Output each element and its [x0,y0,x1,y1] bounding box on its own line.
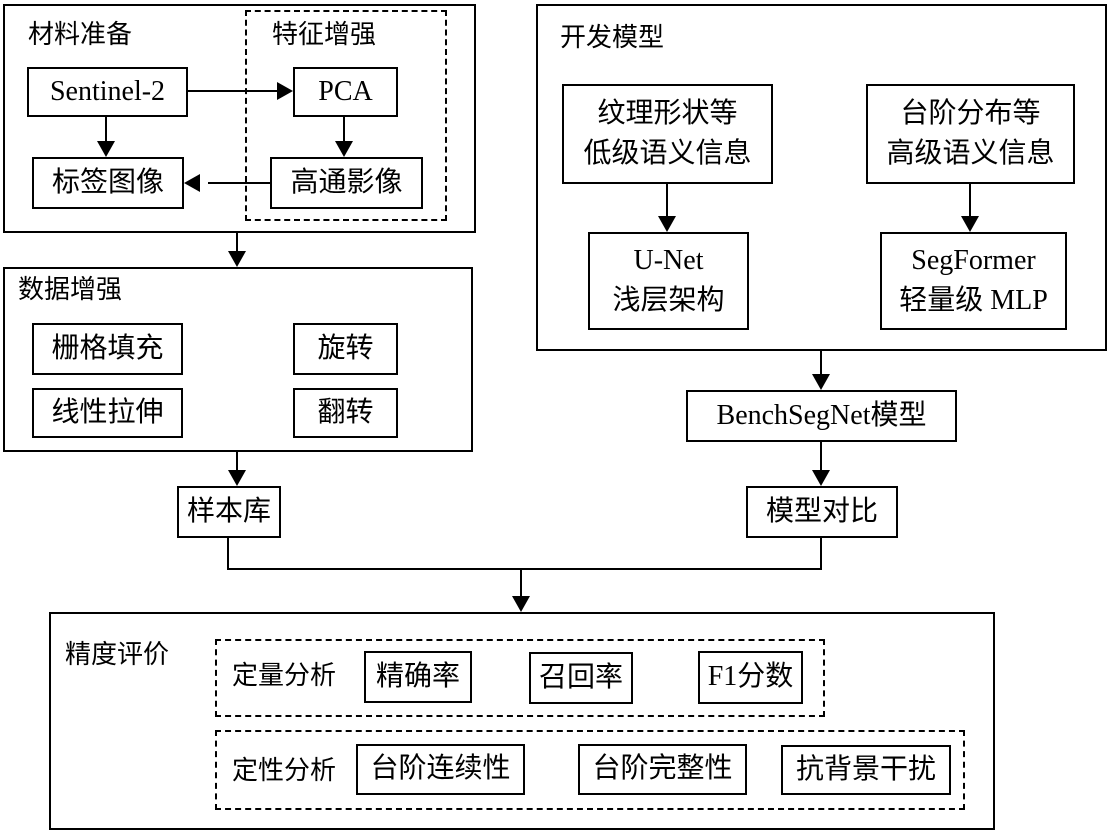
arrow-pca-to-highpass-head-icon [335,141,353,157]
node-anti-background: 抗背景干扰 [781,745,951,795]
node-unet-line1: U-Net [633,245,704,276]
arrow-merge-to-accuracy-head-icon [512,596,530,612]
arrow-merge-to-accuracy-line [520,568,522,597]
node-unet-line2: 浅层架构 [612,285,725,316]
data-aug-label: 数据增强 [18,275,123,304]
node-low-level-semantic: 纹理形状等 低级语义信息 [562,84,773,184]
arrow-dataaug-to-samplelib-line [236,452,238,471]
node-recall: 召回率 [529,652,633,704]
arrow-dataaug-to-samplelib-head-icon [228,470,246,486]
node-bench-integrity: 台阶完整性 [578,744,747,795]
node-model-compare: 模型对比 [746,486,898,538]
node-precision: 精确率 [364,651,472,703]
node-highpass-image: 高通影像 [270,157,423,209]
arrow-sentinel2-to-pca-head-icon [277,82,293,100]
arrow-lowfeat-to-unet-line [666,184,668,217]
arrow-materialprep-to-dataaug-head-icon [228,251,246,267]
feature-enhance-dashed-box [245,10,447,221]
accuracy-eval-label: 精度评价 [65,640,170,669]
node-linear-stretch: 线性拉伸 [32,388,183,438]
arrow-materialprep-to-dataaug-line [236,233,238,252]
node-high-level-semantic: 台阶分布等 高级语义信息 [866,84,1075,184]
data-aug-group-box [3,267,473,452]
node-grid-fill: 栅格填充 [32,323,183,375]
arrow-sentinel2-to-labelimage-line [105,117,107,142]
qualitative-label: 定性分析 [232,756,337,785]
arrow-sentinel2-to-pca-line [188,90,278,92]
node-high-level-semantic-line1: 台阶分布等 [900,98,1041,129]
node-segformer-line1: SegFormer [911,245,1036,276]
material-prep-group-box [3,4,476,233]
arrow-lowfeat-to-unet-head-icon [658,216,676,232]
node-flip: 翻转 [293,388,398,438]
node-label-image: 标签图像 [32,157,184,209]
arrow-devmodel-to-benchsegnet-line [820,351,822,375]
connector-merge-horizontal-line [227,568,822,570]
arrow-benchsegnet-to-modelcompare-line [820,442,822,471]
connector-modelcompare-down-line [820,538,822,570]
node-f1-score: F1分数 [698,651,803,704]
arrow-highpass-to-labelimage-head-icon [184,174,200,192]
node-unet: U-Net 浅层架构 [588,232,749,330]
quantitative-label: 定量分析 [232,661,337,690]
node-high-level-semantic-line2: 高级语义信息 [886,138,1055,169]
arrow-sentinel2-to-labelimage-head-icon [97,141,115,157]
quantitative-dashed-box [215,639,825,717]
node-low-level-semantic-line1: 纹理形状等 [597,98,738,129]
node-segformer: SegFormer 轻量级 MLP [880,232,1067,330]
dev-model-label: 开发模型 [560,23,665,52]
qualitative-dashed-box [215,730,965,810]
node-rotate: 旋转 [293,323,398,375]
node-benchsegnet: BenchSegNet模型 [686,390,957,442]
material-prep-label: 材料准备 [28,20,133,49]
node-low-level-semantic-line2: 低级语义信息 [583,138,752,169]
arrow-pca-to-highpass-line [343,117,345,142]
accuracy-eval-group-box [49,612,995,830]
node-sentinel2: Sentinel-2 [27,67,188,117]
feature-enhance-label: 特征增强 [272,20,377,49]
node-pca: PCA [293,67,398,117]
dev-model-group-box [536,4,1107,351]
arrow-highfeat-to-segformer-line [969,184,971,217]
connector-samplelib-down-line [227,538,229,570]
node-segformer-line2: 轻量级 MLP [899,285,1048,316]
node-bench-continuity: 台阶连续性 [356,744,525,795]
arrow-highfeat-to-segformer-head-icon [961,216,979,232]
node-sample-lib: 样本库 [177,486,281,538]
arrow-highpass-to-labelimage-line [208,182,270,184]
arrow-benchsegnet-to-modelcompare-head-icon [812,470,830,486]
arrow-devmodel-to-benchsegnet-head-icon [812,374,830,390]
